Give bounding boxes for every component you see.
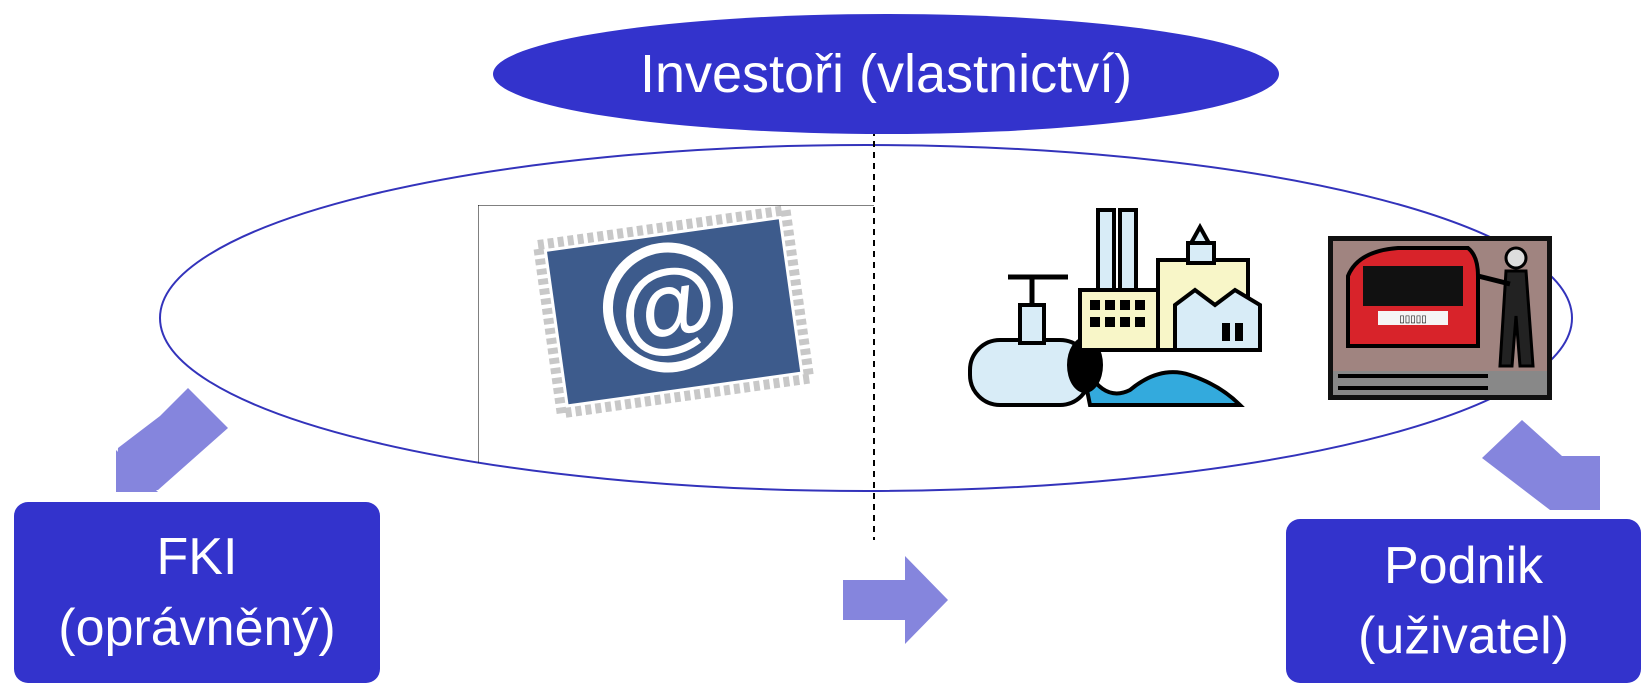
fki-sublabel: (oprávněný) [58, 598, 336, 657]
podnik-sublabel: (uživatel) [1358, 607, 1569, 665]
at-symbol-icon: @ [612, 243, 724, 367]
arrow-down-right [1482, 420, 1600, 510]
arrow-down-left-head [116, 450, 158, 492]
podnik-box: Podnik (uživatel) [1286, 519, 1641, 683]
investors-ellipse: Investoři (vlastnictví) [493, 14, 1279, 134]
email-stamp-image: @ [478, 205, 874, 463]
factory-pipeline-image [968, 208, 1262, 407]
svg-text:▯▯▯▯▯: ▯▯▯▯▯ [1399, 314, 1427, 325]
fki-label: FKI [156, 528, 238, 587]
investors-label: Investoři (vlastnictví) [639, 44, 1133, 104]
grouping-ellipse [159, 144, 1573, 492]
arrow-right [843, 556, 948, 644]
arrow-down-left [116, 388, 228, 490]
car-painting-image: ▯▯▯▯▯ [1328, 236, 1552, 400]
podnik-label: Podnik [1384, 536, 1543, 595]
fki-box: FKI (oprávněný) [14, 502, 380, 683]
